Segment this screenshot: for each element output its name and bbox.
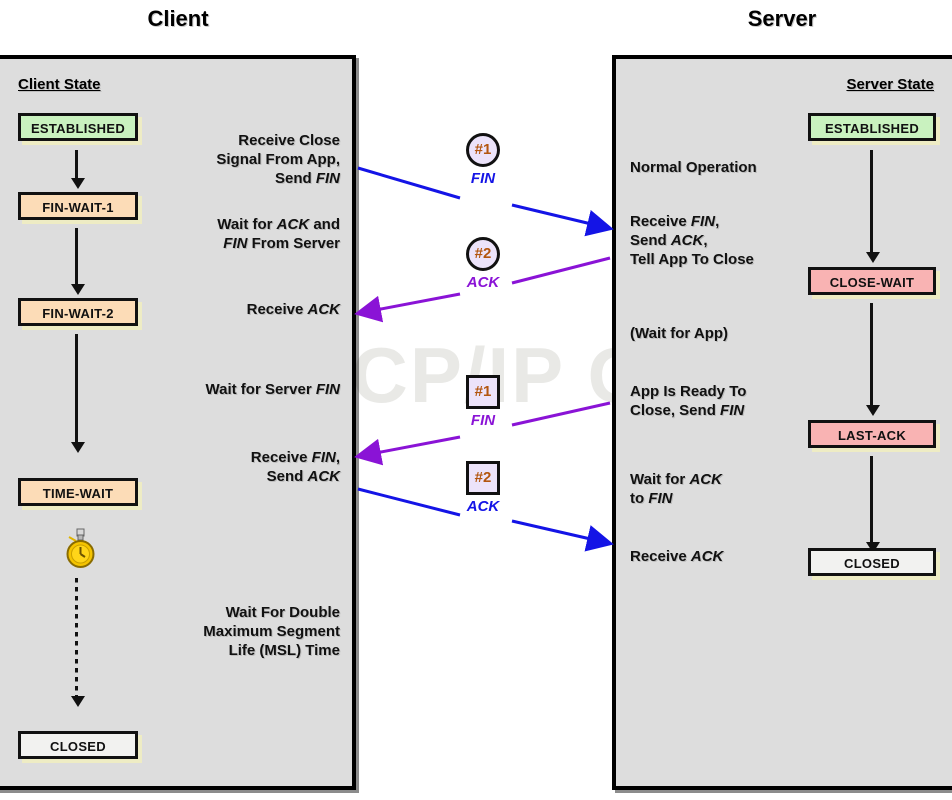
server-flow-line-3 [870,456,873,544]
server-column-title: Server [747,6,817,31]
client-flow-arrow-3 [71,442,85,453]
server-flow-arrow-3 [866,542,880,553]
client-state-fin-wait-2: FIN-WAIT-2 [18,298,138,326]
client-state-header: Client State [18,76,101,93]
client-note-receive-fin-send-ack: Receive FIN,Send ACK [250,449,340,485]
message-label-fin-1: FIN [470,170,496,187]
client-flow-line-1 [75,150,78,180]
server-flow-arrow-1 [866,252,880,263]
server-flow-line-2 [870,303,873,407]
stopwatch-icon [62,528,98,575]
message-label-ack-1: ACK [466,274,500,291]
client-column-title: Client [147,6,209,31]
client-state-established: ESTABLISHED [18,113,138,141]
server-state-header: Server State [846,76,934,93]
client-flow-dotted-line [75,578,78,698]
message-label-ack-2: ACK [466,498,500,515]
message-badge-2-ack: #2 [466,237,500,271]
client-state-fin-wait-1: FIN-WAIT-1 [18,192,138,220]
client-flow-arrow-4 [71,696,85,707]
client-state-time-wait: TIME-WAIT [18,478,138,506]
server-state-closed: CLOSED [808,548,936,576]
client-note-receive-ack: Receive ACK [246,301,340,318]
server-flow-arrow-2 [866,405,880,416]
message-badge-1-fin-second: #1 [466,375,500,409]
client-state-closed: CLOSED [18,731,138,759]
server-state-close-wait: CLOSE-WAIT [808,267,936,295]
server-flow-line-1 [870,150,873,254]
server-note-receive-fin-send-ack: Receive FIN,Send ACK,Tell App To Close [630,213,754,268]
server-note-wait-for-app: (Wait for App) [630,325,729,342]
server-state-last-ack: LAST-ACK [808,420,936,448]
client-note-wait-for-server-fin: Wait for Server FIN [205,381,340,398]
server-state-established: ESTABLISHED [808,113,936,141]
client-panel [0,55,356,790]
server-note-receive-ack: Receive ACK [630,548,724,565]
client-flow-line-2 [75,228,78,286]
client-flow-line-3 [75,334,78,444]
client-flow-arrow-1 [71,178,85,189]
message-label-fin-2: FIN [470,412,496,429]
message-badge-1-fin: #1 [466,133,500,167]
client-flow-arrow-2 [71,284,85,295]
server-note-normal-operation: Normal Operation [630,159,757,176]
message-badge-2-ack-second: #2 [466,461,500,495]
